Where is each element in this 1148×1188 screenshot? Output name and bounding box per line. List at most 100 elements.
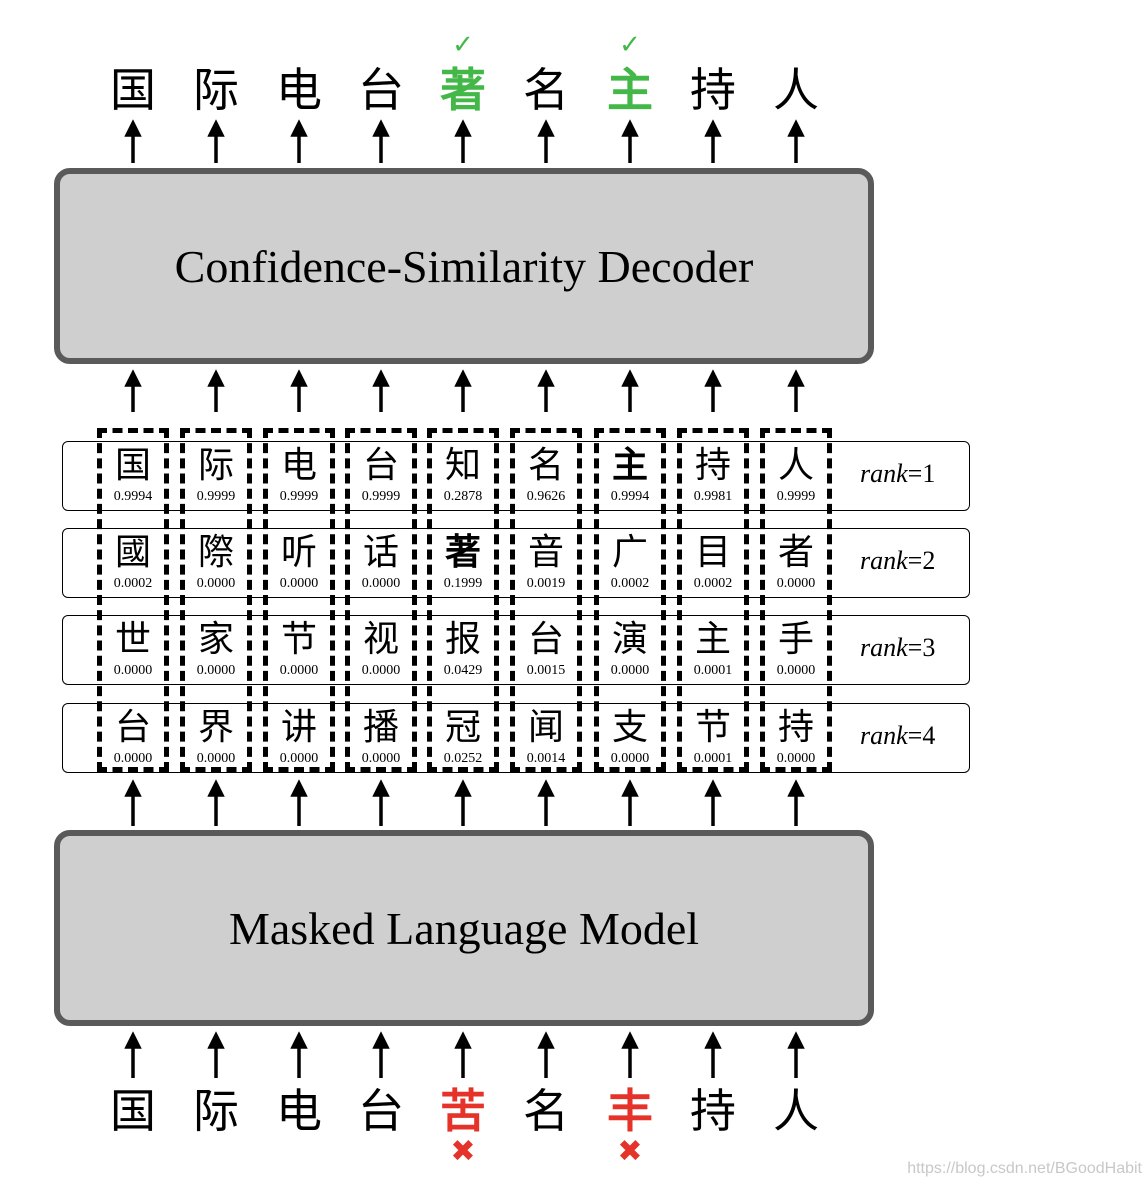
input-token: 持 xyxy=(690,1084,736,1138)
mlm-label: Masked Language Model xyxy=(228,902,700,954)
candidate-char: 节 xyxy=(280,619,317,660)
candidate-column-6 xyxy=(510,428,582,772)
candidate-probability: 0.0000 xyxy=(279,663,319,678)
rank-label-var: rank xyxy=(860,721,908,750)
candidate-probability: 0.9626 xyxy=(526,489,566,504)
candidate-probability: 0.0000 xyxy=(196,751,236,766)
rank-label-eq: =2 xyxy=(907,546,936,575)
candidate-probability: 0.9994 xyxy=(610,489,650,504)
candidate-cell: 演 0.0000 xyxy=(594,618,666,678)
rank-label-eq: =3 xyxy=(907,633,936,662)
candidate-char: 持 xyxy=(694,445,731,486)
candidate-probability: 0.2878 xyxy=(443,489,483,504)
candidate-probability: 0.0000 xyxy=(279,751,319,766)
check-icon: ✓ xyxy=(452,30,474,60)
input-token: 人 xyxy=(773,1084,819,1138)
output-token: 国 xyxy=(110,63,156,117)
watermark: https://blog.csdn.net/BGoodHabit xyxy=(907,1160,1142,1177)
candidate-char: 国 xyxy=(114,445,151,486)
output-token: 著 xyxy=(440,63,486,117)
check-icon: ✓ xyxy=(619,30,641,60)
output-token: 人 xyxy=(773,63,819,117)
masked-language-model-box: Masked Language Model xyxy=(54,830,874,1026)
rank-label-var: rank xyxy=(860,633,908,662)
candidate-char: 音 xyxy=(527,532,564,573)
candidate-char: 听 xyxy=(280,532,317,573)
candidate-char: 冠 xyxy=(444,707,481,748)
rank-label-2: rank=2 xyxy=(860,546,970,576)
input-token: 际 xyxy=(193,1084,239,1138)
candidate-probability: 0.0000 xyxy=(610,663,650,678)
candidate-char: 著 xyxy=(444,532,481,573)
confidence-similarity-decoder-box: Confidence-Similarity Decoder xyxy=(54,168,874,364)
candidate-char: 目 xyxy=(694,532,731,573)
candidate-probability: 0.0000 xyxy=(361,576,401,591)
candidate-probability: 0.0000 xyxy=(361,751,401,766)
candidate-char: 名 xyxy=(527,445,564,486)
candidate-column-1 xyxy=(97,428,169,772)
candidate-probability: 0.9999 xyxy=(196,489,236,504)
rank-label-1: rank=1 xyxy=(860,459,970,489)
candidate-char: 支 xyxy=(611,707,648,748)
candidate-char: 主 xyxy=(694,619,731,660)
candidate-char: 台 xyxy=(114,707,151,748)
candidate-column-8 xyxy=(677,428,749,772)
candidate-char: 家 xyxy=(197,619,234,660)
output-token: 持 xyxy=(690,63,736,117)
candidate-column-4 xyxy=(345,428,417,772)
candidate-probability: 0.9999 xyxy=(361,489,401,504)
decoder-label: Confidence-Similarity Decoder xyxy=(174,240,754,292)
candidate-probability: 0.0001 xyxy=(693,751,733,766)
candidate-char: 电 xyxy=(280,445,317,486)
rank-row-1 xyxy=(62,441,970,511)
candidate-char: 闻 xyxy=(527,707,564,748)
input-token: 苦 xyxy=(440,1084,486,1138)
candidate-cell: 名 0.9626 xyxy=(510,444,582,504)
candidate-probability: 0.0000 xyxy=(361,663,401,678)
candidate-column-3 xyxy=(263,428,335,772)
candidate-probability: 0.0002 xyxy=(113,576,153,591)
candidate-char: 视 xyxy=(362,619,399,660)
candidate-column-9 xyxy=(760,428,832,772)
candidate-char: 播 xyxy=(362,707,399,748)
candidate-probability: 0.9999 xyxy=(776,489,816,504)
cross-icon: ✖ xyxy=(450,1134,476,1169)
candidate-char: 讲 xyxy=(280,707,317,748)
candidate-char: 演 xyxy=(611,619,648,660)
candidate-column-7 xyxy=(594,428,666,772)
candidate-cell: 视 0.0000 xyxy=(345,618,417,678)
candidate-probability: 0.0000 xyxy=(113,751,153,766)
rank-label-4: rank=4 xyxy=(860,721,970,751)
candidate-char: 世 xyxy=(114,619,151,660)
candidate-probability: 0.0000 xyxy=(776,751,816,766)
output-token: 际 xyxy=(193,63,239,117)
candidate-cell: 台 0.0000 xyxy=(97,706,169,766)
cross-icon: ✖ xyxy=(617,1134,643,1169)
candidate-probability: 0.0015 xyxy=(526,663,566,678)
output-token: 电 xyxy=(276,63,322,117)
candidate-char: 持 xyxy=(777,707,814,748)
